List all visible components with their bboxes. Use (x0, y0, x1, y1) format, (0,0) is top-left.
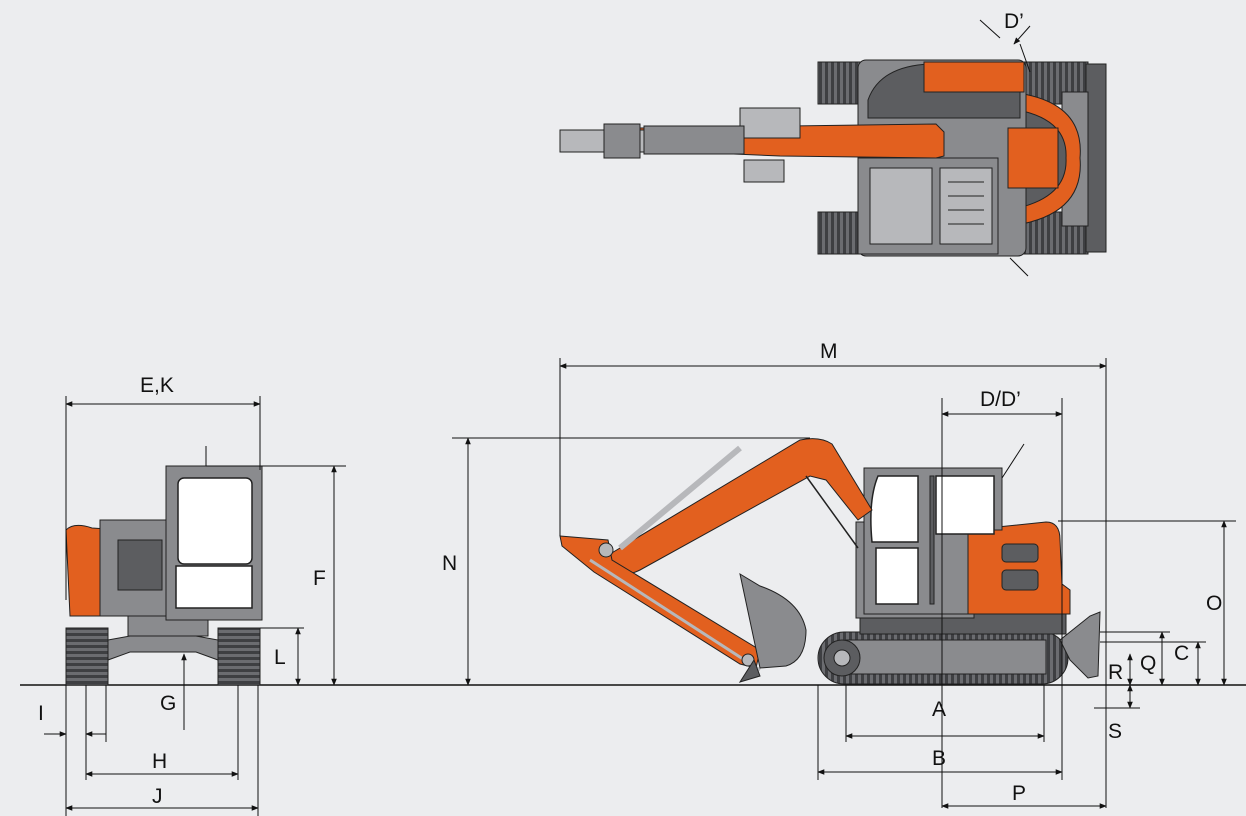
label-e-k: E,K (140, 374, 174, 397)
side-dozer-blade (1059, 611, 1101, 679)
label-s: S (1108, 720, 1122, 743)
side-cab-front-window (870, 475, 919, 543)
label-b: B (932, 747, 946, 770)
side-bucket (739, 572, 807, 669)
label-h: H (152, 750, 167, 773)
label-a: A (932, 698, 946, 721)
front-track-right (217, 627, 261, 686)
side-cab-door-window (935, 475, 995, 535)
front-windshield (177, 477, 253, 565)
label-f: F (313, 567, 326, 590)
label-o: O (1206, 592, 1222, 615)
label-i: I (38, 702, 44, 725)
label-n: N (442, 552, 457, 575)
front-view-excavator (65, 465, 263, 686)
label-p: P (1012, 782, 1026, 805)
top-view-excavator (559, 19, 1107, 277)
front-view-dimensions (44, 396, 346, 816)
label-m: M (820, 340, 838, 363)
label-r: R (1108, 661, 1123, 684)
side-boom (599, 438, 873, 575)
label-c: C (1174, 642, 1189, 665)
side-view-dimensions (452, 358, 1236, 809)
label-top-d-prime: D’ (1004, 10, 1024, 33)
front-track-left (65, 627, 109, 686)
side-counterweight (967, 521, 1071, 615)
side-view-excavator (559, 438, 1101, 685)
label-g: G (160, 692, 176, 715)
label-q: Q (1140, 652, 1156, 675)
label-l: L (274, 646, 286, 669)
label-d-d-prime: D/D’ (980, 388, 1021, 411)
label-j: J (152, 785, 163, 808)
top-blade (1085, 63, 1107, 253)
